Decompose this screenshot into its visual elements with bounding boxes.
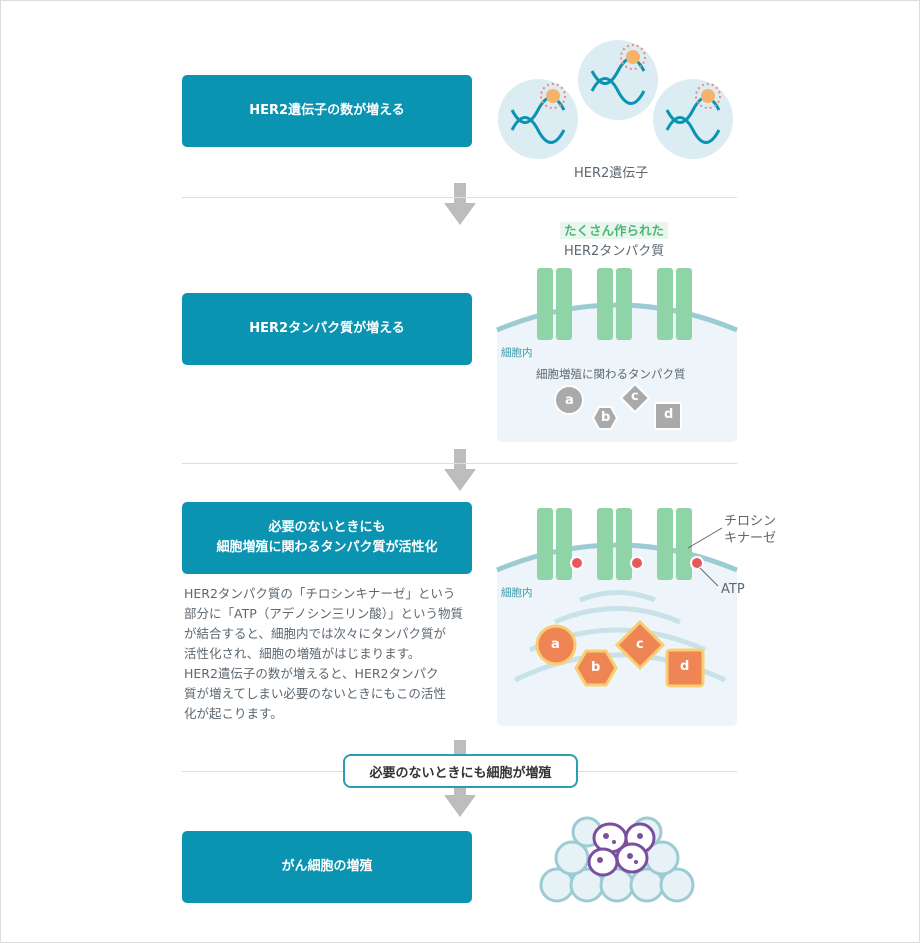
inside-cell-label: 細胞内 <box>501 347 533 359</box>
active-protein-b: b <box>591 660 601 675</box>
cell-panel-2 <box>496 268 738 442</box>
protein-b: b <box>601 410 611 425</box>
cancer-cells-illustration <box>539 816 695 903</box>
divider <box>182 197 737 198</box>
description-line: 化が起こります。 <box>184 706 283 721</box>
step-her2-gene-increase: HER2遺伝子の数が増える <box>182 75 472 147</box>
description-line: 部分に「ATP（アデノシン三リン酸）」という物質 <box>184 606 464 621</box>
protein-c: c <box>631 389 639 404</box>
protein-d: d <box>664 407 674 422</box>
atp-label: ATP <box>721 582 745 597</box>
step-label: がん細胞の増殖 <box>281 859 373 874</box>
description-line: が結合すると、細胞内では次々にタンパク質が <box>184 626 447 641</box>
step-cancer-growth: がん細胞の増殖 <box>182 831 472 903</box>
proteins-label: 細胞増殖に関わるタンパク質 <box>536 367 686 381</box>
step-label: HER2タンパク質が増える <box>249 321 405 336</box>
arrow-label: 必要のないときにも細胞が増殖 <box>369 765 552 781</box>
her2-protein-title: HER2タンパク質 <box>564 244 665 259</box>
her2-gene-caption: HER2遺伝子 <box>574 166 649 181</box>
kinase-label-1: チロシン <box>724 514 777 529</box>
description-line: 質が増えてしまい必要のないときにもこの活性 <box>184 686 446 701</box>
protein-a: a <box>565 393 574 408</box>
cell-panel-3 <box>496 508 738 726</box>
inside-cell-label: 細胞内 <box>501 587 533 599</box>
description-line: HER2タンパク質の「チロシンキナーゼ」という <box>184 586 456 601</box>
description-line: HER2遺伝子の数が増えると、HER2タンパク <box>184 666 439 681</box>
step-label: HER2遺伝子の数が増える <box>249 103 405 118</box>
description-line: 活性化され、細胞の増殖がはじまります。 <box>184 646 421 661</box>
active-protein-c: c <box>636 637 644 652</box>
step-label-line1: 必要のないときにも <box>268 520 386 535</box>
active-protein-d: d <box>680 659 690 674</box>
description-text: HER2タンパク質の「チロシンキナーゼ」という 部分に「ATP（アデノシン三リン… <box>184 584 476 724</box>
highlight-label: たくさん作られた <box>560 220 669 239</box>
step-protein-activation: 必要のないときにも細胞増殖に関わるタンパク質が活性化 <box>182 502 472 574</box>
kinase-label-2: キナーゼ <box>724 531 777 546</box>
step-her2-protein-increase: HER2タンパク質が増える <box>182 293 472 365</box>
arrow-down-icon <box>444 183 476 817</box>
arrow-label-pill: 必要のないときにも細胞が増殖 <box>343 754 578 788</box>
active-protein-a: a <box>551 637 560 652</box>
step-label-line2: 細胞増殖に関わるタンパク質が活性化 <box>216 540 438 555</box>
divider <box>182 463 737 464</box>
dna-illustration <box>498 40 733 159</box>
